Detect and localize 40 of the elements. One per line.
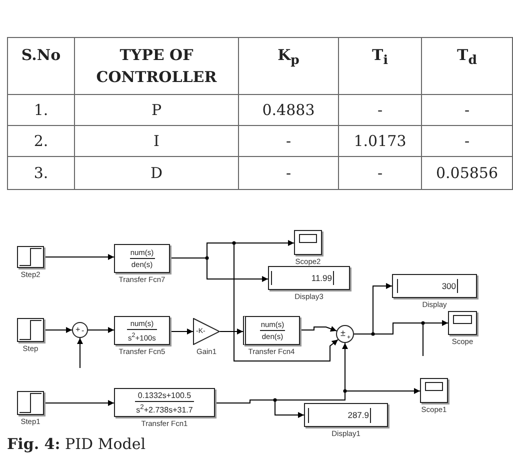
signal-arrow	[170, 242, 338, 362]
table-entry: 1.	[8, 94, 74, 126]
numerator-text: 0.1332s+100.5	[138, 390, 192, 400]
table-entry: 0.4883	[238, 94, 338, 126]
table-entry: D	[74, 156, 238, 190]
table-entry: 3.	[8, 156, 74, 190]
sign-symbol: -	[82, 327, 84, 335]
column-header: T$_{d}$	[422, 38, 512, 94]
table-entry: -	[238, 156, 338, 190]
table-entry: 0.05856	[422, 156, 512, 190]
sign-symbol: ±	[340, 328, 346, 338]
table-entry: I	[74, 126, 238, 156]
column-header: T$_{i}$	[338, 38, 422, 94]
table-entry: -	[422, 94, 512, 126]
column-header: S.No	[8, 38, 74, 94]
column-header: TYPE OF CONTROLLER	[74, 38, 238, 94]
table-entry: 2.	[8, 126, 74, 156]
signal-arrow	[170, 328, 194, 334]
table-entry: -	[422, 126, 512, 156]
signal-arrow	[44, 254, 114, 260]
signal-arrow	[44, 400, 114, 406]
sign-symbol: +	[76, 326, 80, 334]
readout-value: 11.99	[271, 271, 334, 285]
signal-arrow	[77, 338, 83, 368]
readout-value: 300	[397, 279, 458, 293]
signal-arrow	[220, 328, 244, 334]
readout-value: 287.9	[308, 408, 371, 423]
signal-arrow	[300, 326, 338, 332]
signal-arrow	[44, 327, 72, 333]
denominator-text: s$^{2}$+2.738s+31.7	[136, 402, 193, 414]
signal-arrow	[214, 388, 420, 404]
column-header: K$_{p}$	[238, 38, 338, 94]
table-entry: -	[338, 94, 422, 126]
table-entry: P	[74, 94, 238, 126]
signal-arrow	[88, 327, 114, 333]
figure-caption: Fig. 4: PID Model	[7, 435, 146, 453]
table-entry: 1.0173	[338, 126, 422, 156]
table-entry: -	[238, 126, 338, 156]
table-entry: -	[338, 156, 422, 190]
signal-line	[354, 322, 424, 356]
